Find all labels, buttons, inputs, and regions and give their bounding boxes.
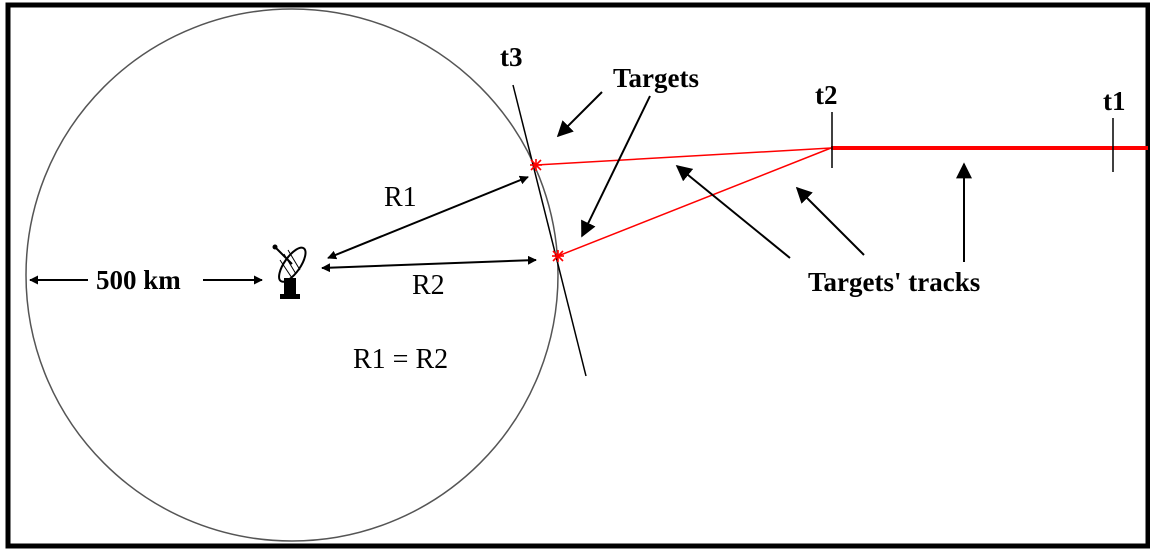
- t3-line: [512, 84, 587, 377]
- radar-range-circle: [25, 8, 559, 542]
- track-target-2: [557, 147, 832, 257]
- equation-label: R1 = R2: [353, 344, 448, 375]
- radar-dish-icon: [272, 244, 307, 299]
- asterisk-target-icon: [530, 159, 542, 171]
- targets-tracks-label: Targets' tracks: [808, 267, 980, 297]
- r2-label: R2: [412, 270, 445, 301]
- asterisk-target-icon: [552, 250, 564, 262]
- tracks-arrow-1: [675, 164, 791, 259]
- targets-arrow-2: [581, 95, 651, 238]
- t1-label: t1: [1103, 86, 1126, 116]
- r1-label: R1: [384, 182, 417, 213]
- t2-label: t2: [815, 80, 838, 110]
- r2-arrow: [321, 255, 537, 273]
- track-target-1: [535, 147, 832, 166]
- tracks-arrow-2: [795, 186, 865, 256]
- r1-arrow: [327, 175, 529, 260]
- range-label: 500 km: [96, 265, 181, 295]
- targets-label: Targets: [613, 63, 699, 93]
- diagram-frame: [5, 2, 1150, 549]
- t3-label: t3: [500, 42, 523, 72]
- targets-arrow-1: [556, 91, 603, 138]
